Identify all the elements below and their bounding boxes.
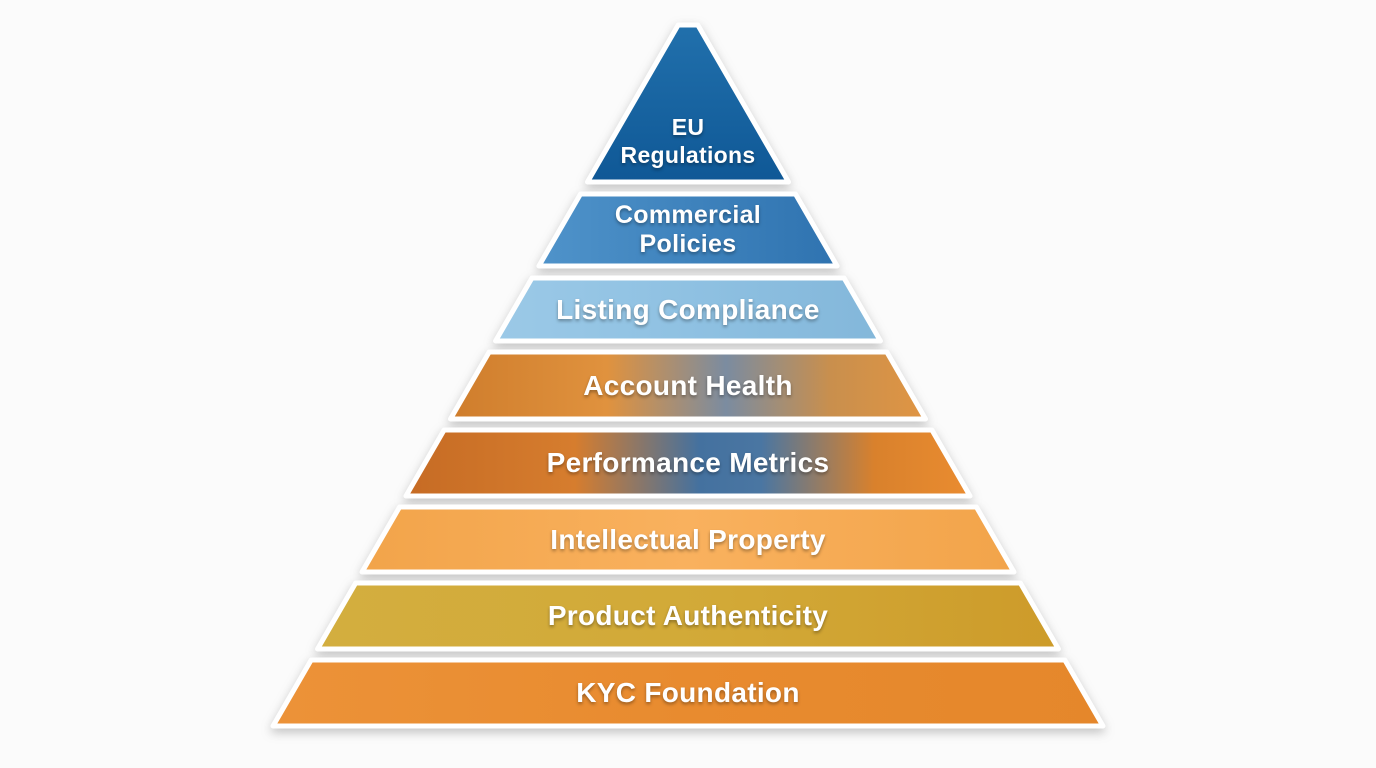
pyramid-level-kyc-foundation: [270, 657, 1106, 729]
pyramid-level-commercial-policies: [536, 191, 840, 269]
pyramid-level-eu-regulations: [584, 22, 792, 185]
pyramid-layers: [270, 22, 1106, 729]
pyramid-level-account-health: [447, 349, 929, 422]
pyramid-level-performance-metrics: [403, 427, 973, 499]
pyramid-level-intellectual-property: [359, 504, 1017, 575]
pyramid-level-product-authenticity: [315, 580, 1061, 652]
pyramid-level-listing-compliance: [493, 275, 883, 344]
